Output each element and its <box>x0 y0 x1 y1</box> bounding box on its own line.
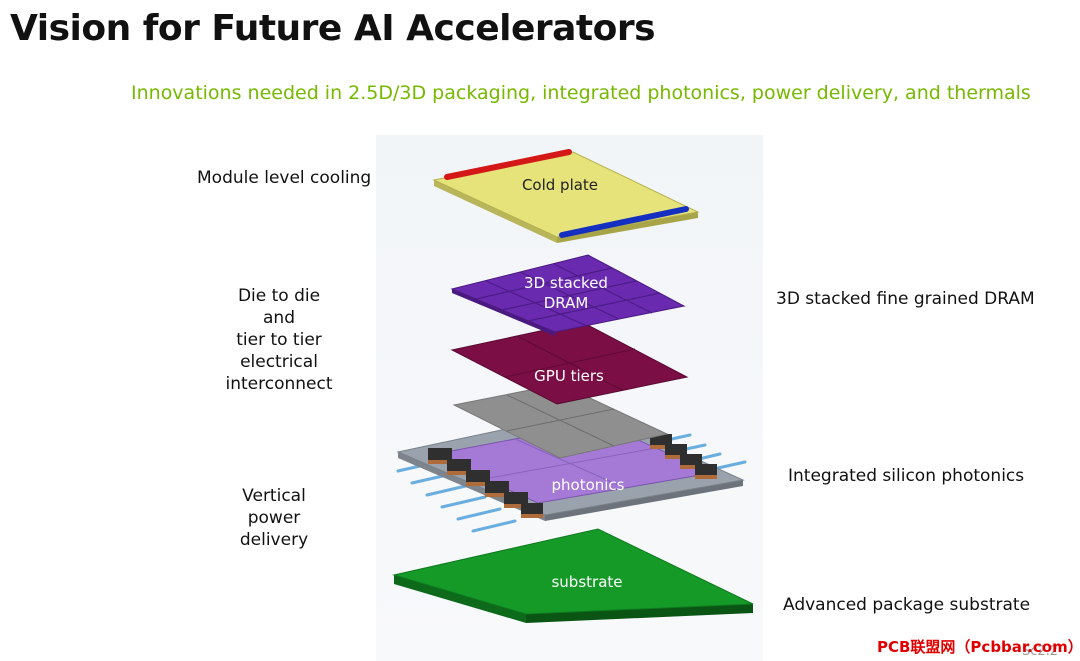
label-line: electrical <box>240 352 318 372</box>
label-line: Die to die <box>237 286 321 306</box>
label-3d-stacked-dram: 3D stacked fine grained DRAM <box>776 289 1035 309</box>
optical-engine-chip <box>665 444 687 459</box>
dram-grid <box>475 263 661 327</box>
photonics-layer-label: photonics <box>551 476 624 494</box>
cold-plate-layer: Cold plate <box>432 149 700 243</box>
gpu-tiers-layer: GPU tiers <box>450 321 689 405</box>
optical-engine-chip <box>521 503 543 518</box>
dram-layer: 3D stacked DRAM <box>450 254 686 336</box>
label-die-to-die-interconnect: Die to die and tier to tier electrical i… <box>209 285 349 395</box>
coolant-inlet-pipe <box>559 206 689 238</box>
label-module-level-cooling: Module level cooling <box>197 168 372 188</box>
waveguide <box>456 507 502 521</box>
cold-plate-side-left <box>434 180 557 243</box>
waveguide <box>425 483 472 497</box>
label-line: tier to tier <box>236 330 322 350</box>
watermark: PCB联盟网（Pcbbar.com） <box>877 638 1080 656</box>
substrate-side-right <box>526 604 753 623</box>
gpu-grid-line <box>504 348 636 378</box>
slide-subtitle: Innovations needed in 2.5D/3D packaging,… <box>131 82 1031 104</box>
dram-top <box>450 254 686 333</box>
optical-engine-chip <box>695 464 717 479</box>
dram-layer-label-line1: 3D stacked <box>524 274 608 292</box>
label-vertical-power-delivery: Vertical power delivery <box>224 485 324 551</box>
waveguide <box>471 519 517 533</box>
base-die-layer <box>452 383 669 459</box>
substrate-layer-label: substrate <box>551 573 622 591</box>
optical-engine-chip <box>428 448 452 464</box>
optical-engine-chip <box>504 492 528 508</box>
label-advanced-package-substrate: Advanced package substrate <box>783 595 1031 615</box>
label-line: and <box>263 308 295 328</box>
gpu-tiers-layer-label: GPU tiers <box>534 367 604 385</box>
photonics-layer: photonics <box>396 410 747 533</box>
substrate-top <box>392 528 754 615</box>
label-line: delivery <box>239 530 309 550</box>
optical-engine-chip <box>650 434 672 449</box>
label-integrated-silicon-photonics: Integrated silicon photonics <box>788 466 1025 486</box>
label-line: Vertical <box>242 486 306 506</box>
dram-side <box>452 289 555 336</box>
cold-plate-layer-label: Cold plate <box>522 176 598 194</box>
slide-number: Sc2.2 <box>1022 644 1059 659</box>
cold-plate-side-right <box>557 212 698 243</box>
substrate-side-left <box>394 575 526 623</box>
waveguide <box>440 495 487 509</box>
substrate-layer: substrate <box>392 528 754 623</box>
slide-title: Vision for Future AI Accelerators <box>10 8 656 49</box>
label-line: power <box>247 508 301 528</box>
optical-engine-chip <box>680 454 702 469</box>
label-line: interconnect <box>225 374 333 394</box>
photonics-grid-line <box>483 447 657 480</box>
optical-engines-right <box>650 434 717 479</box>
optical-engines-left <box>428 448 543 518</box>
optical-engine-chip <box>485 481 509 497</box>
interposer-side-right <box>545 480 743 521</box>
base-die-grid-line <box>506 408 615 432</box>
coolant-outlet-pipe <box>444 149 572 180</box>
optical-engine-chip <box>466 470 490 486</box>
optical-engine-chip <box>447 459 471 475</box>
dram-layer-label-line2: DRAM <box>544 294 589 312</box>
